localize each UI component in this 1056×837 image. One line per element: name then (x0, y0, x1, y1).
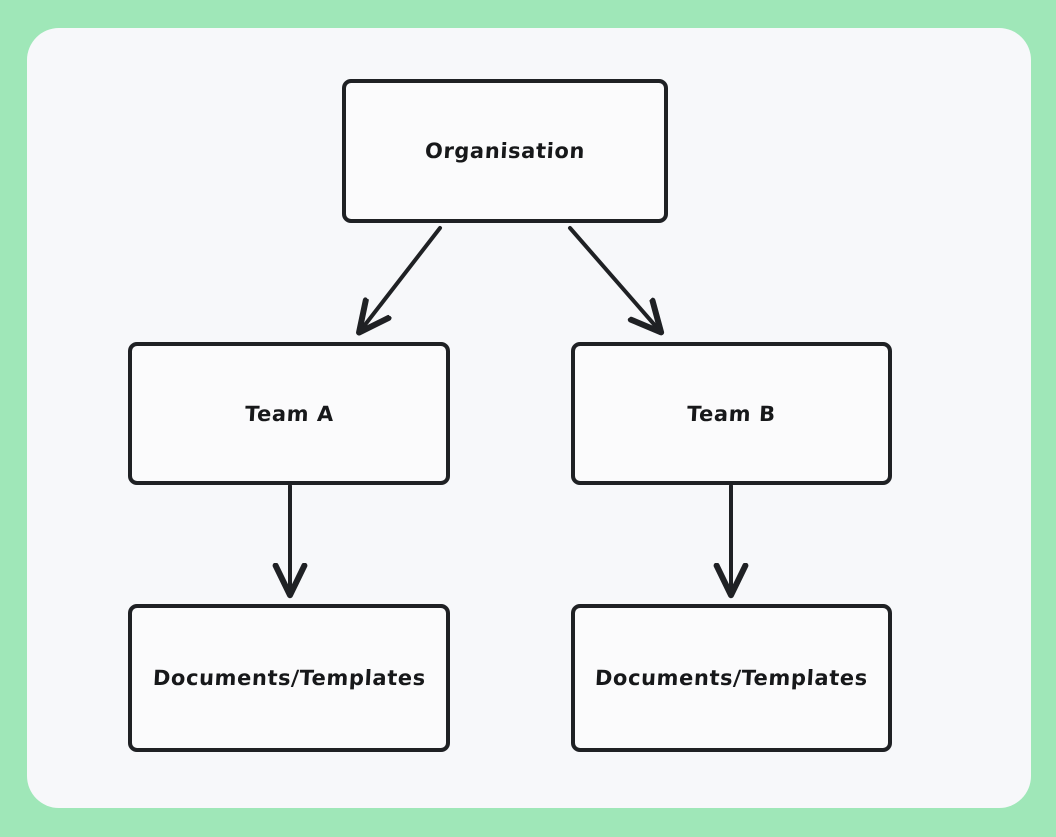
node-organisation[interactable]: Organisation (342, 79, 668, 223)
node-team-b-label: Team B (686, 401, 777, 426)
node-organisation-label: Organisation (424, 139, 586, 163)
node-team-b[interactable]: Team B (571, 342, 892, 485)
node-documents-templates-b-label: Documents/Templates (594, 666, 869, 690)
node-team-a-label: Team A (243, 401, 335, 426)
node-documents-templates-b[interactable]: Documents/Templates (571, 604, 892, 752)
node-team-a[interactable]: Team A (128, 342, 450, 485)
node-documents-templates-a[interactable]: Documents/Templates (128, 604, 450, 752)
node-documents-templates-a-label: Documents/Templates (151, 666, 427, 690)
